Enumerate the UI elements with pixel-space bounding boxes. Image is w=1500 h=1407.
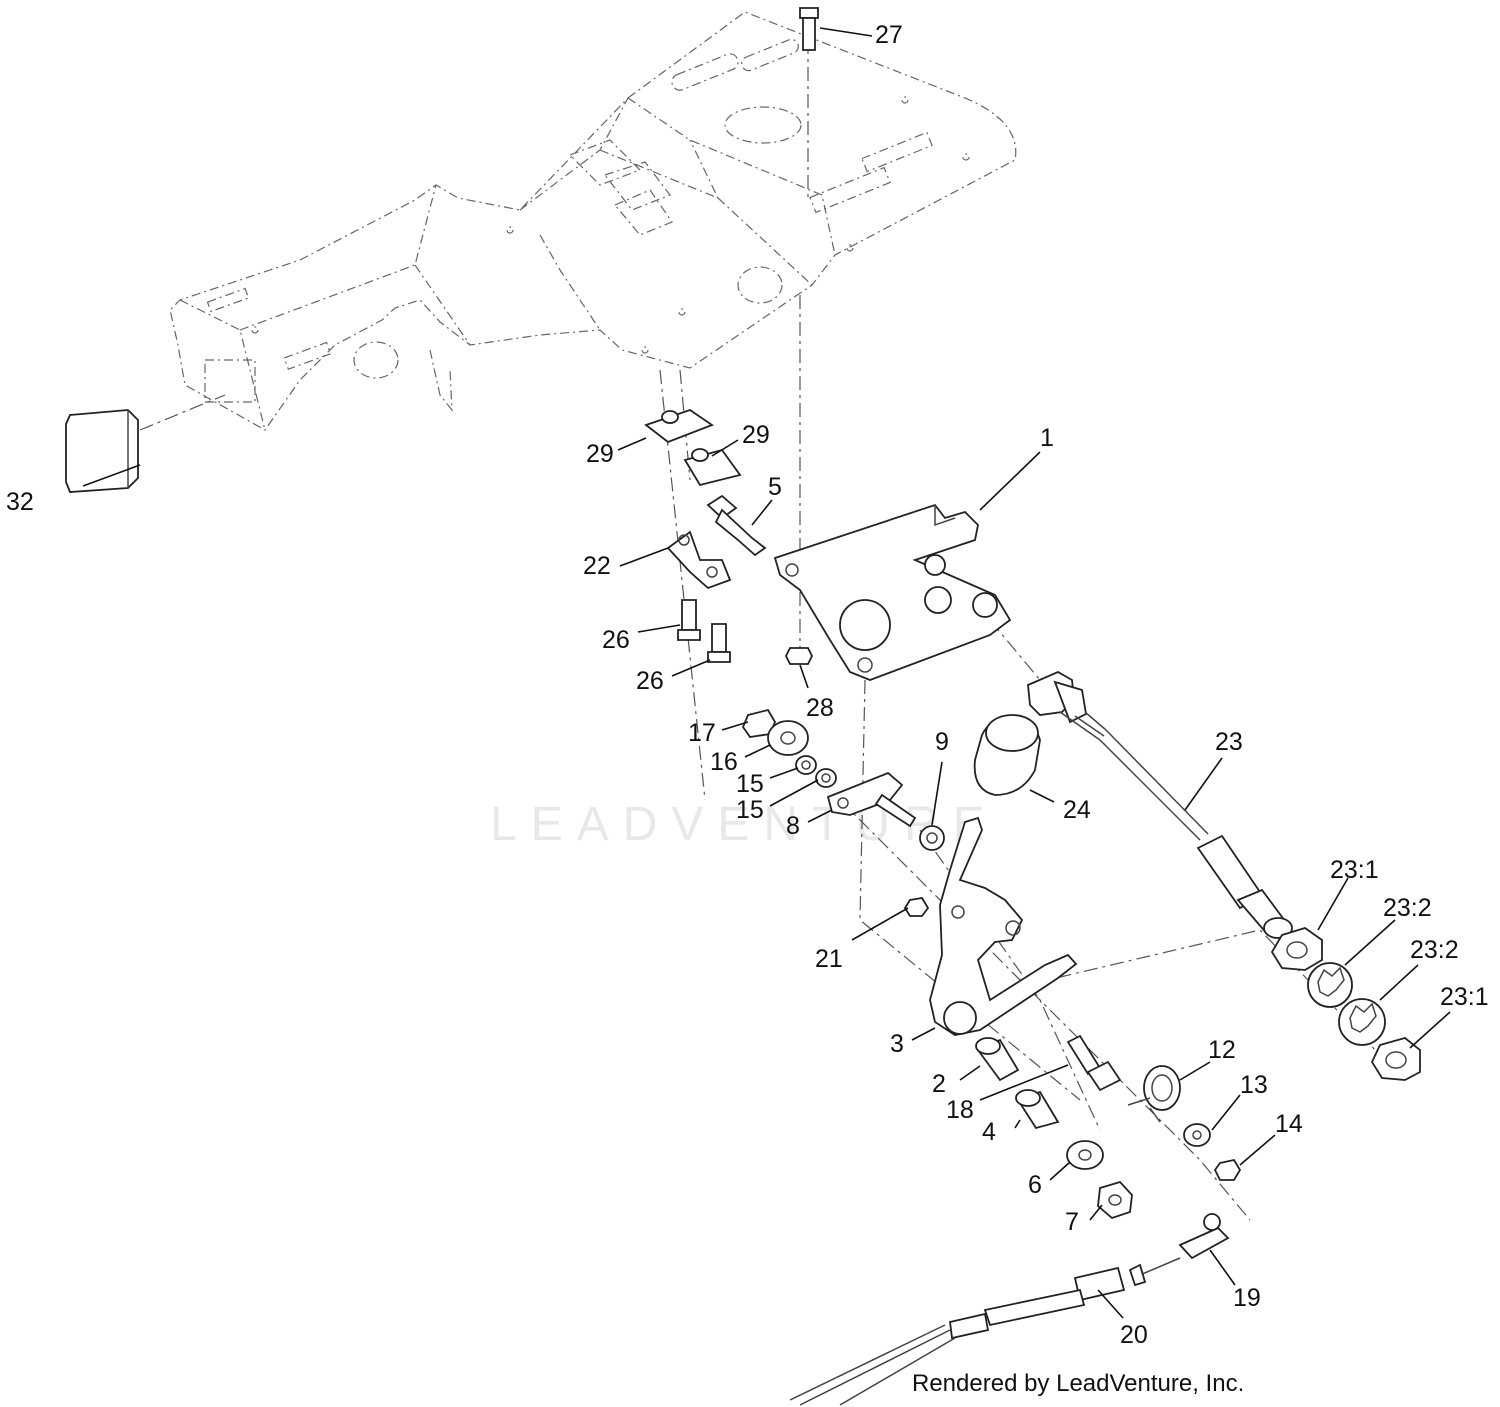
- frame-plate-ghost: [169, 11, 1017, 431]
- callout-27: 27: [875, 21, 903, 49]
- callout-23-2-a: 23:2: [1383, 894, 1432, 922]
- callout-23-2-b: 23:2: [1410, 936, 1459, 964]
- callout-24: 24: [1063, 796, 1091, 824]
- nut-14: [1213, 1158, 1242, 1181]
- lock-washer-23-2-a: [1307, 962, 1353, 1008]
- callout-5: 5: [768, 473, 782, 501]
- callout-17: 17: [688, 719, 716, 747]
- end-cap-32: [65, 409, 139, 493]
- cable-20: [789, 1257, 1181, 1406]
- render-credit: Rendered by LeadVenture, Inc.: [912, 1370, 1245, 1397]
- pin-18: [1066, 1034, 1122, 1092]
- callout-15-b: 15: [736, 796, 764, 824]
- bolt-26-a: [677, 599, 701, 641]
- bushing-2: [975, 1037, 1020, 1082]
- leader-lines: [82, 27, 1451, 1319]
- callout-29-a: 29: [586, 440, 614, 468]
- callout-12: 12: [1208, 1036, 1236, 1064]
- clip-29-b: [683, 448, 742, 487]
- spring-12: [1127, 1065, 1181, 1123]
- callout-6: 6: [1028, 1171, 1042, 1199]
- callout-3: 3: [890, 1030, 904, 1058]
- callout-23-1-b: 23:1: [1440, 983, 1489, 1011]
- lever-3: [929, 816, 1078, 1036]
- washer-15-b: [815, 768, 837, 788]
- watermark-text: LEADVENTURE: [490, 798, 999, 851]
- jam-nut-23-1-b: [1370, 1037, 1421, 1081]
- callout-18: 18: [946, 1096, 974, 1124]
- callout-13: 13: [1240, 1071, 1268, 1099]
- callout-15-a: 15: [736, 770, 764, 798]
- bushing-4: [1015, 1089, 1060, 1130]
- nut-21: [903, 897, 930, 917]
- link-8: [826, 771, 917, 828]
- callout-26-a: 26: [602, 626, 630, 654]
- callout-labels: 27 32 29 29 5 1 22 26 26 28 17 16 15 15 …: [6, 21, 1489, 1349]
- spacer-16: [767, 720, 809, 756]
- callout-20: 20: [1120, 1321, 1148, 1349]
- bracket-22: [666, 530, 732, 590]
- washer-6: [1066, 1140, 1104, 1170]
- washer-15-a: [795, 755, 817, 775]
- control-bracket-1: [773, 503, 1012, 681]
- callout-16: 16: [710, 748, 738, 776]
- lock-washer-23-2-b: [1338, 998, 1386, 1046]
- knob-24: [973, 714, 1041, 796]
- switch-harness-23: [1027, 670, 1293, 939]
- bolt-27: [799, 7, 819, 51]
- callout-9: 9: [935, 728, 949, 756]
- bolt-26-b: [707, 623, 731, 663]
- clevis-19: [1178, 1213, 1230, 1260]
- callout-23: 23: [1215, 728, 1243, 756]
- callout-2: 2: [932, 1070, 946, 1098]
- bushing-9: [919, 825, 945, 851]
- callout-8: 8: [786, 812, 800, 840]
- callout-29-b: 29: [742, 421, 770, 449]
- callout-23-1-a: 23:1: [1330, 856, 1379, 884]
- callout-28: 28: [806, 694, 834, 722]
- assembly-guide-lines: [139, 40, 1381, 1221]
- callout-26-b: 26: [636, 667, 664, 695]
- clip-29-a: [644, 409, 714, 444]
- shaft-bolt-5: [706, 494, 767, 557]
- nut-7: [1097, 1180, 1133, 1220]
- callout-32: 32: [6, 488, 34, 516]
- callout-14: 14: [1275, 1110, 1303, 1138]
- washer-13: [1183, 1123, 1211, 1147]
- callout-19: 19: [1233, 1284, 1261, 1312]
- callout-1: 1: [1040, 424, 1054, 452]
- callout-4: 4: [982, 1118, 996, 1146]
- nut-28: [784, 647, 814, 665]
- callout-7: 7: [1065, 1208, 1079, 1236]
- callout-22: 22: [583, 552, 611, 580]
- callout-21: 21: [815, 945, 843, 973]
- jam-nut-23-1-a: [1270, 927, 1323, 971]
